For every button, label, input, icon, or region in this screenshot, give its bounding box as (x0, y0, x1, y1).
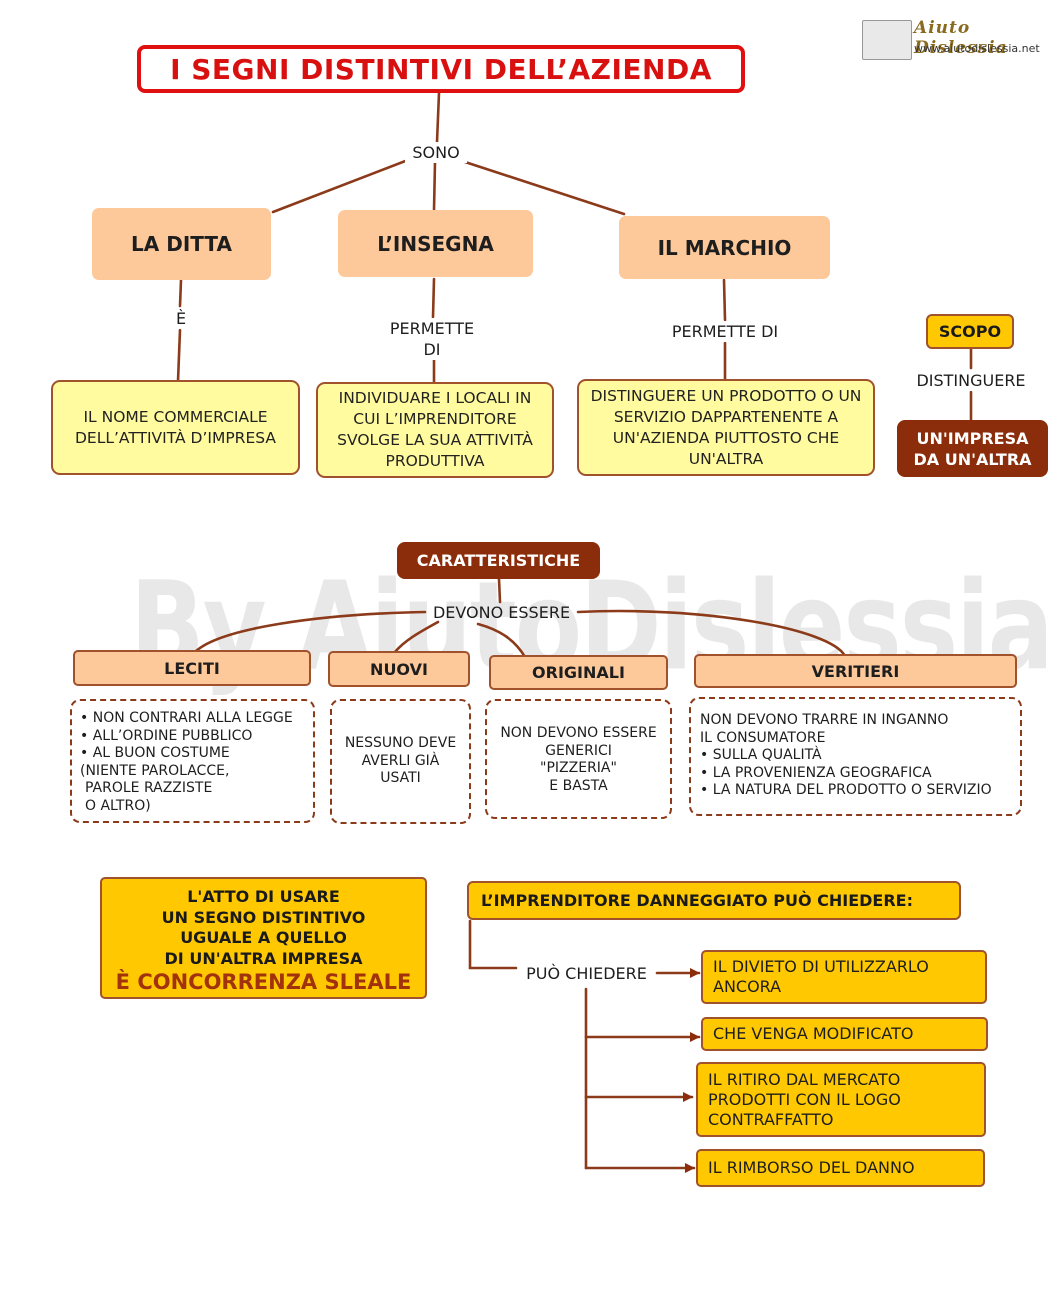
nuovi-details: NESSUNO DEVE AVERLI GIÀ USATI (330, 699, 471, 824)
ditta-description: IL NOME COMMERCIALE DELL’ATTIVITÀ D’IMPR… (51, 380, 300, 475)
marchio-node: IL MARCHIO (619, 216, 830, 279)
veritieri-node: VERITIERI (694, 654, 1017, 688)
concorrenza-box: L'ATTO DI USARE UN SEGNO DISTINTIVO UGUA… (100, 877, 427, 999)
nuovi-line: NESSUNO DEVE (344, 735, 457, 752)
veritieri-intro-1: NON DEVONO TRARRE IN INGANNO (700, 712, 949, 728)
originali-line: GENERICI (545, 742, 612, 759)
list-item: LA NATURA DEL PRODOTTO O SERVIZIO (700, 782, 1011, 800)
nuovi-line: AVERLI GIÀ (361, 752, 440, 769)
request-rimborso: IL RIMBORSO DEL DANNO (696, 1149, 985, 1187)
originali-line: E BASTA (549, 777, 608, 794)
caratteristiche-node: CARATTERISTICHE (397, 542, 600, 579)
leciti-node: LECITI (73, 650, 311, 686)
scopo-connector: DISTINGUERE (905, 370, 1037, 391)
logo-name: Aiuto Dislessia (914, 18, 1008, 58)
sono-label: SONO (405, 142, 467, 163)
nuovi-node: NUOVI (328, 651, 470, 687)
request-line: IL RIMBORSO DEL DANNO (708, 1158, 915, 1177)
ditta-connector: È (168, 308, 194, 329)
book-icon (862, 20, 912, 60)
aiutodislessia-logo: Aiuto Dislessia www.aiutodislessia.net (862, 18, 1047, 62)
leciti-extra-2: PAROLE RAZZISTE (85, 780, 213, 796)
devono-essere-label: DEVONO ESSERE (432, 603, 571, 622)
request-modifica: CHE VENGA MODIFICATO (701, 1017, 988, 1051)
scopo-node: SCOPO (926, 314, 1014, 349)
concorrenza-line: L'ATTO DI USARE (187, 887, 340, 906)
marchio-connector: PERMETTE DI (660, 321, 790, 342)
nuovi-line: USATI (380, 770, 421, 787)
request-ritiro: IL RITIRO DAL MERCATO PRODOTTI CON IL LO… (696, 1062, 986, 1137)
request-line: ANCORA (713, 977, 782, 996)
page-title: I SEGNI DISTINTIVI DELL’AZIENDA (137, 45, 745, 93)
request-line: PRODOTTI CON IL LOGO (708, 1089, 901, 1109)
request-line: CHE VENGA MODIFICATO (713, 1024, 914, 1043)
insegna-description: INDIVIDUARE I LOCALI IN CUI L’IMPRENDITO… (316, 382, 554, 478)
originali-line: "PIZZERIA" (540, 760, 617, 776)
puo-chiedere-label: PUÒ CHIEDERE (526, 964, 647, 983)
list-item: ALL’ORDINE PUBBLICO (80, 728, 305, 746)
concorrenza-highlight: È CONCORRENZA SLEALE (115, 970, 412, 994)
list-item: LA PROVENIENZA GEOGRAFICA (700, 765, 1011, 783)
insegna-node: L’INSEGNA (338, 210, 533, 277)
originali-line: NON DEVONO ESSERE (500, 725, 657, 741)
originali-node: ORIGINALI (489, 655, 668, 690)
veritieri-details: NON DEVONO TRARRE IN INGANNO IL CONSUMAT… (689, 697, 1022, 816)
scopo-result: UN'IMPRESA DA UN'ALTRA (897, 420, 1048, 477)
request-line: CONTRAFFATTO (708, 1109, 834, 1129)
logo-url: www.aiutodislessia.net (914, 42, 1040, 55)
originali-details: NON DEVONO ESSERE GENERICI "PIZZERIA" E … (485, 699, 672, 819)
marchio-description: DISTINGUERE UN PRODOTTO O UN SERVIZIO DA… (577, 379, 875, 476)
list-item: SULLA QUALITÀ (700, 747, 1011, 765)
request-line: IL RITIRO DAL MERCATO (708, 1069, 901, 1089)
veritieri-intro-2: IL CONSUMATORE (700, 729, 826, 746)
veritieri-bullets: SULLA QUALITÀ LA PROVENIENZA GEOGRAFICA … (700, 747, 1011, 800)
leciti-bullets: NON CONTRARI ALLA LEGGE ALL’ORDINE PUBBL… (80, 710, 305, 763)
list-item: AL BUON COSTUME (80, 745, 305, 763)
leciti-extra-3: O ALTRO) (85, 797, 151, 814)
concorrenza-line: UGUALE A QUELLO (180, 928, 347, 947)
request-line: IL DIVIETO DI UTILIZZARLO (713, 957, 929, 976)
list-item: NON CONTRARI ALLA LEGGE (80, 710, 305, 728)
concorrenza-line: UN SEGNO DISTINTIVO (161, 907, 366, 927)
leciti-extra-1: (NIENTE PAROLACCE, (80, 762, 230, 779)
leciti-details: NON CONTRARI ALLA LEGGE ALL’ORDINE PUBBL… (70, 699, 315, 823)
concorrenza-line: DI UN'ALTRA IMPRESA (164, 948, 363, 968)
la-ditta-node: LA DITTA (92, 208, 271, 280)
imprenditore-header: L’IMPRENDITORE DANNEGGIATO PUÒ CHIEDERE: (467, 881, 961, 920)
